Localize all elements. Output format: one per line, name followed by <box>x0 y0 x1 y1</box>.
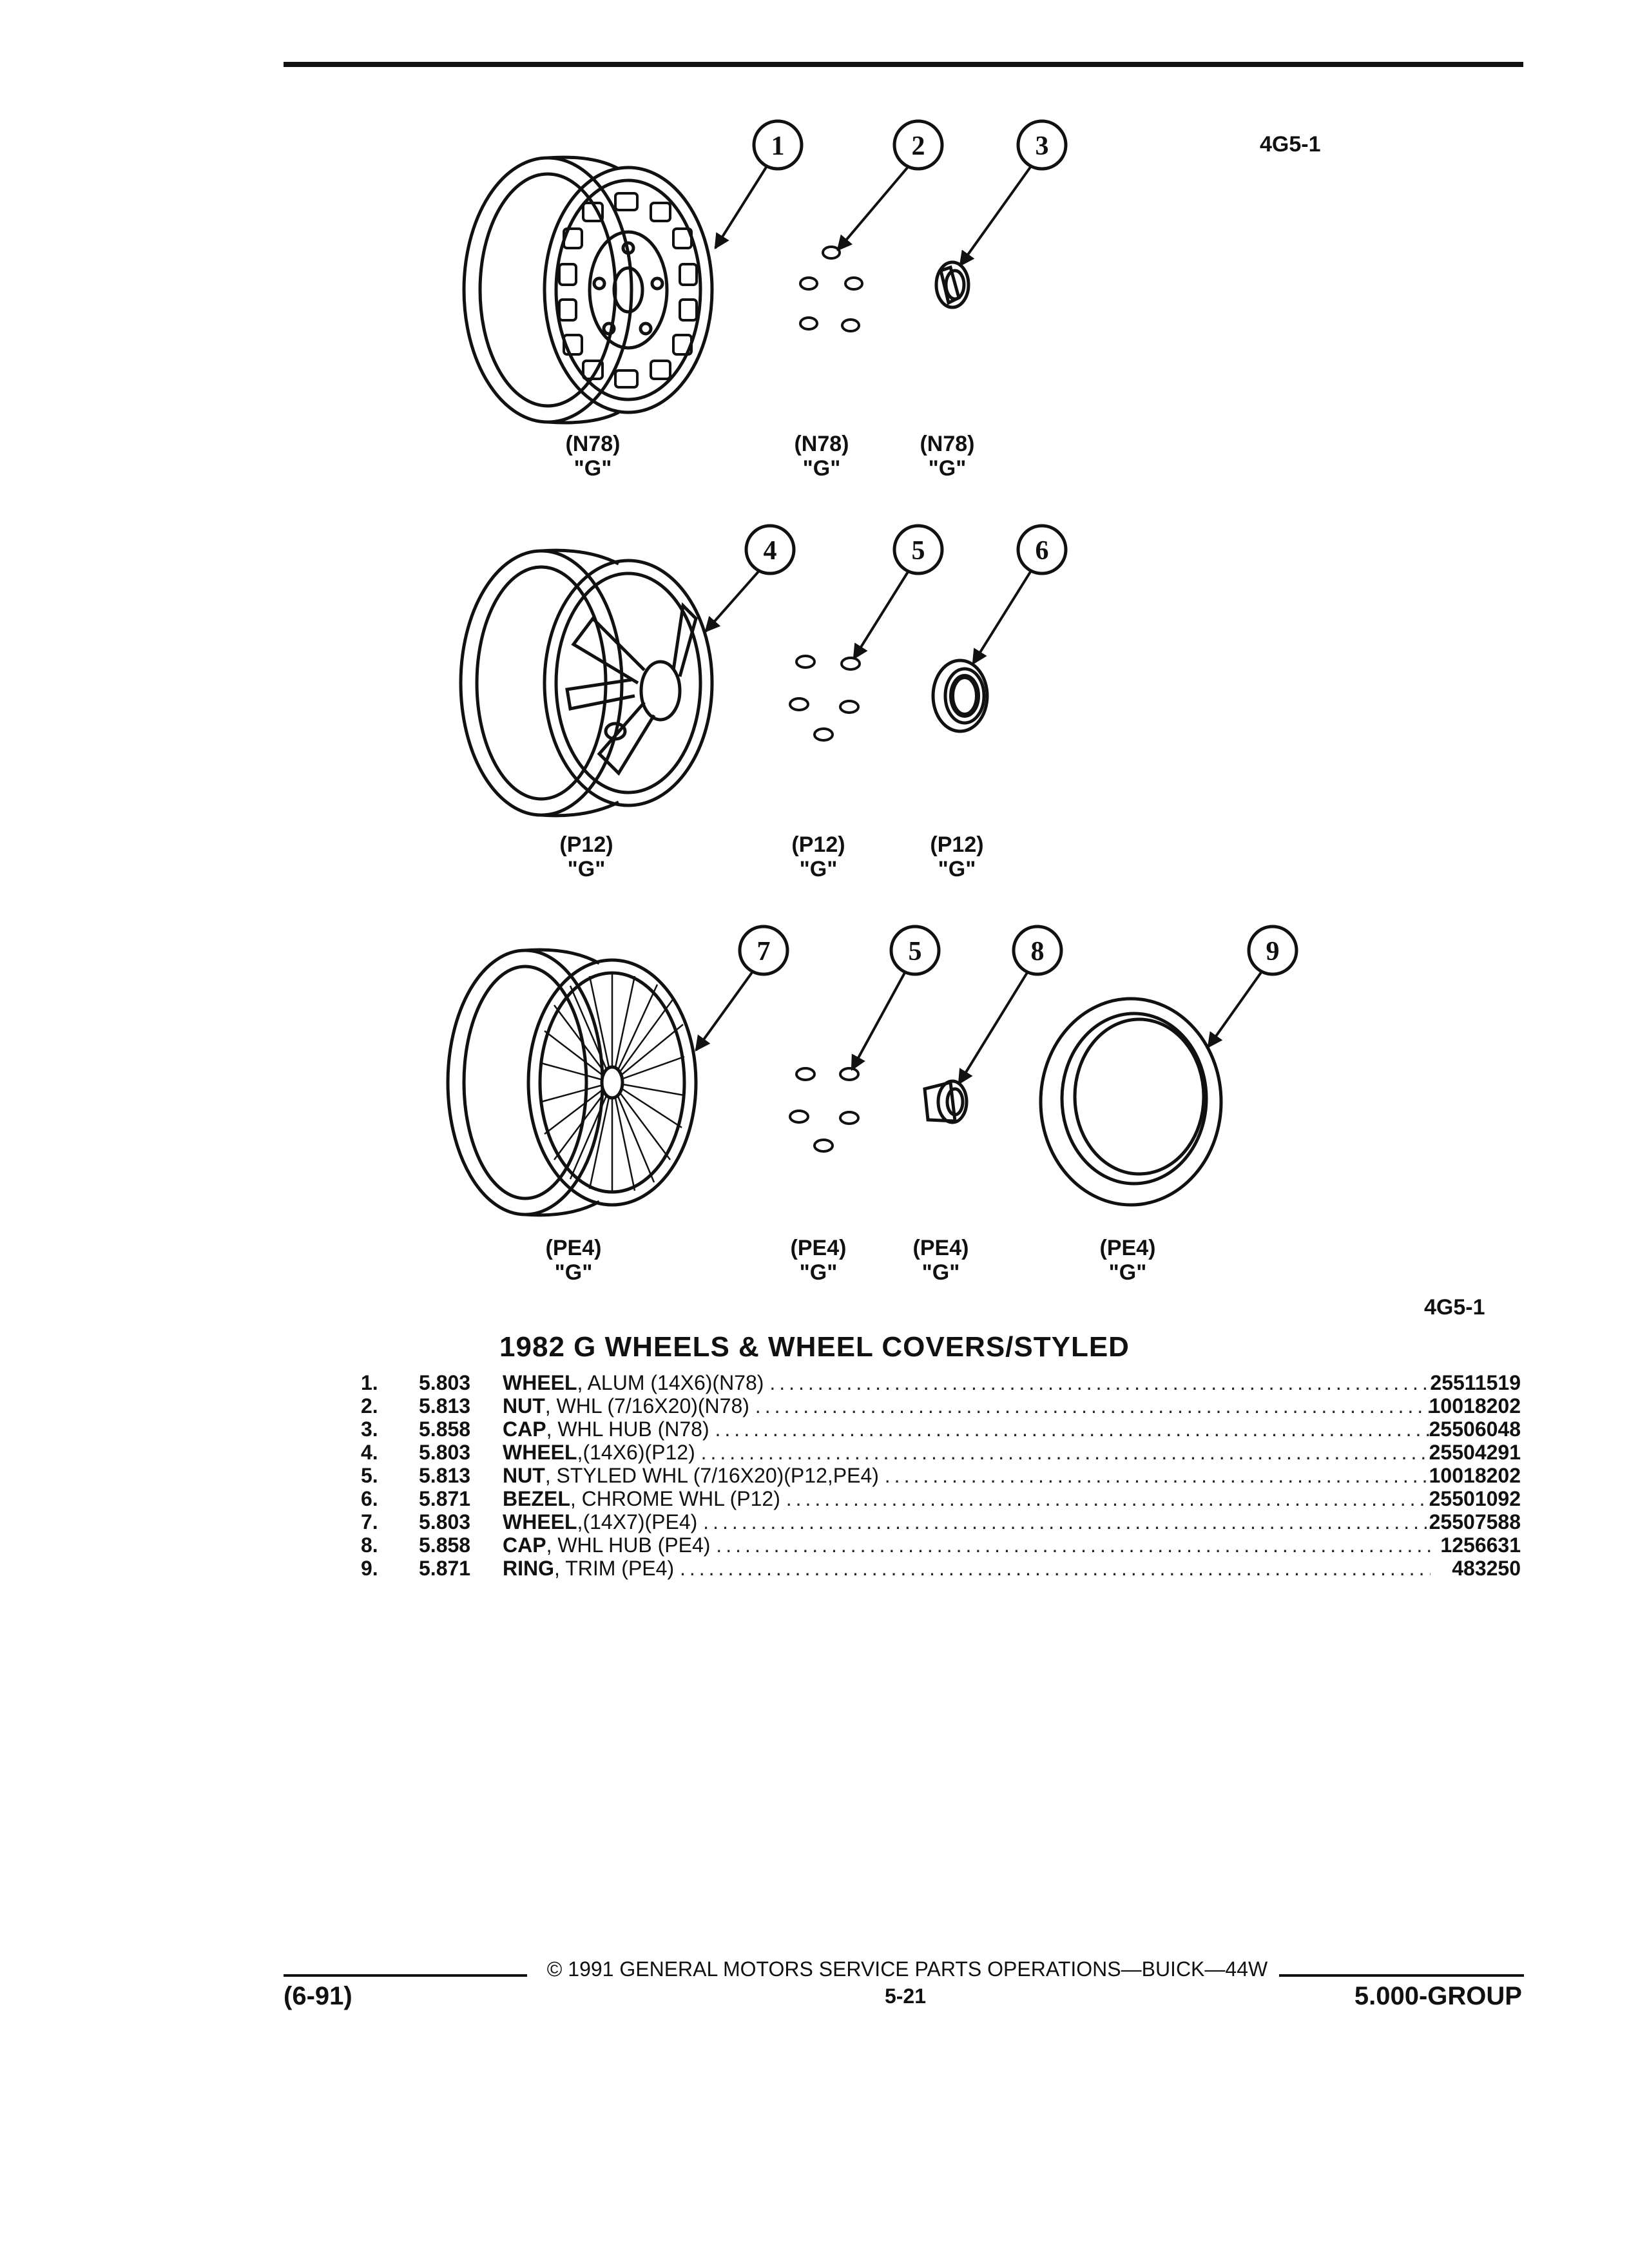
code-row3-cap: (PE4)"G" <box>912 1236 969 1285</box>
code-row1-cap: (N78)"G" <box>920 432 975 481</box>
parts-row: 2. 5.813 NUT, WHL (7/16X20)(N78) .......… <box>361 1394 1521 1418</box>
code-row1-wheel: (N78)"G" <box>565 432 621 481</box>
callout-6: 6 <box>1035 536 1049 566</box>
code-row1-nut: (N78)"G" <box>794 432 849 481</box>
footer-rule-right <box>1279 1974 1524 1977</box>
leader-lines <box>695 165 1263 1086</box>
parts-row: 1. 5.803 WHEEL, ALUM (14X6)(N78) .......… <box>361 1371 1521 1394</box>
nuts-n78-drawing <box>799 245 863 332</box>
code-row2-nut: (P12)"G" <box>791 832 845 881</box>
parts-row: 6. 5.871 BEZEL, CHROME WHL (P12) .......… <box>361 1487 1521 1510</box>
footer-date-code: (6-91) <box>284 1982 352 2010</box>
wheel-wire-pe4-drawing <box>446 948 698 1217</box>
figure-reference-top: 4G5-1 <box>1260 132 1321 157</box>
parts-row: 5. 5.813 NUT, STYLED WHL (7/16X20)(P12,P… <box>361 1464 1521 1487</box>
bezel-p12-drawing <box>931 658 989 733</box>
parts-list: 1. 5.803 WHEEL, ALUM (14X6)(N78) .......… <box>361 1371 1521 1580</box>
nuts-p12-drawing <box>789 655 861 742</box>
callout-5: 5 <box>911 536 925 566</box>
callout-1: 1 <box>771 131 785 161</box>
callout-3: 3 <box>1035 131 1049 161</box>
top-rule <box>284 62 1523 67</box>
hub-cap-pe4-drawing <box>923 1079 969 1124</box>
callout-7: 7 <box>757 937 771 966</box>
code-row3-ring: (PE4)"G" <box>1099 1236 1156 1285</box>
code-row2-wheel: (P12)"G" <box>559 832 613 881</box>
footer-rule-left <box>284 1974 527 1977</box>
parts-row: 8. 5.858 CAP, WHL HUB (PE4) ............… <box>361 1533 1521 1557</box>
parts-row: 4. 5.803 WHEEL,(14X6)(P12) .............… <box>361 1441 1521 1464</box>
callout-5b: 5 <box>908 937 922 966</box>
footer-group: 5.000-GROUP <box>1354 1982 1522 2010</box>
callout-circles <box>738 119 1298 976</box>
parts-row: 9. 5.871 RING, TRIM (PE4) ..............… <box>361 1557 1521 1580</box>
wheel-styled-p12-drawing <box>459 548 714 818</box>
code-row3-nut: (PE4)"G" <box>790 1236 847 1285</box>
figure-reference-bottom: 4G5-1 <box>1424 1295 1485 1320</box>
callout-9: 9 <box>1266 937 1280 966</box>
code-row3-wheel: (PE4)"G" <box>545 1236 602 1285</box>
parts-row: 3. 5.858 CAP, WHL HUB (N78) ............… <box>361 1418 1521 1441</box>
parts-row: 7. 5.803 WHEEL,(14X7)(PE4) .............… <box>361 1510 1521 1533</box>
callout-2: 2 <box>911 131 925 161</box>
code-row2-bezel: (P12)"G" <box>930 832 984 881</box>
wheel-alum-n78-drawing <box>462 155 714 425</box>
nuts-pe4-drawing <box>789 1067 860 1153</box>
callout-4: 4 <box>763 536 777 566</box>
callout-8: 8 <box>1030 937 1045 966</box>
section-title: 1982 G WHEELS & WHEEL COVERS/STYLED <box>499 1331 1130 1363</box>
footer-page-number: 5-21 <box>884 1984 927 2008</box>
trim-ring-pe4-drawing <box>1039 997 1223 1207</box>
footer-copyright: © 1991 GENERAL MOTORS SERVICE PARTS OPER… <box>546 1957 1268 1981</box>
hub-cap-n78-drawing <box>934 260 970 309</box>
